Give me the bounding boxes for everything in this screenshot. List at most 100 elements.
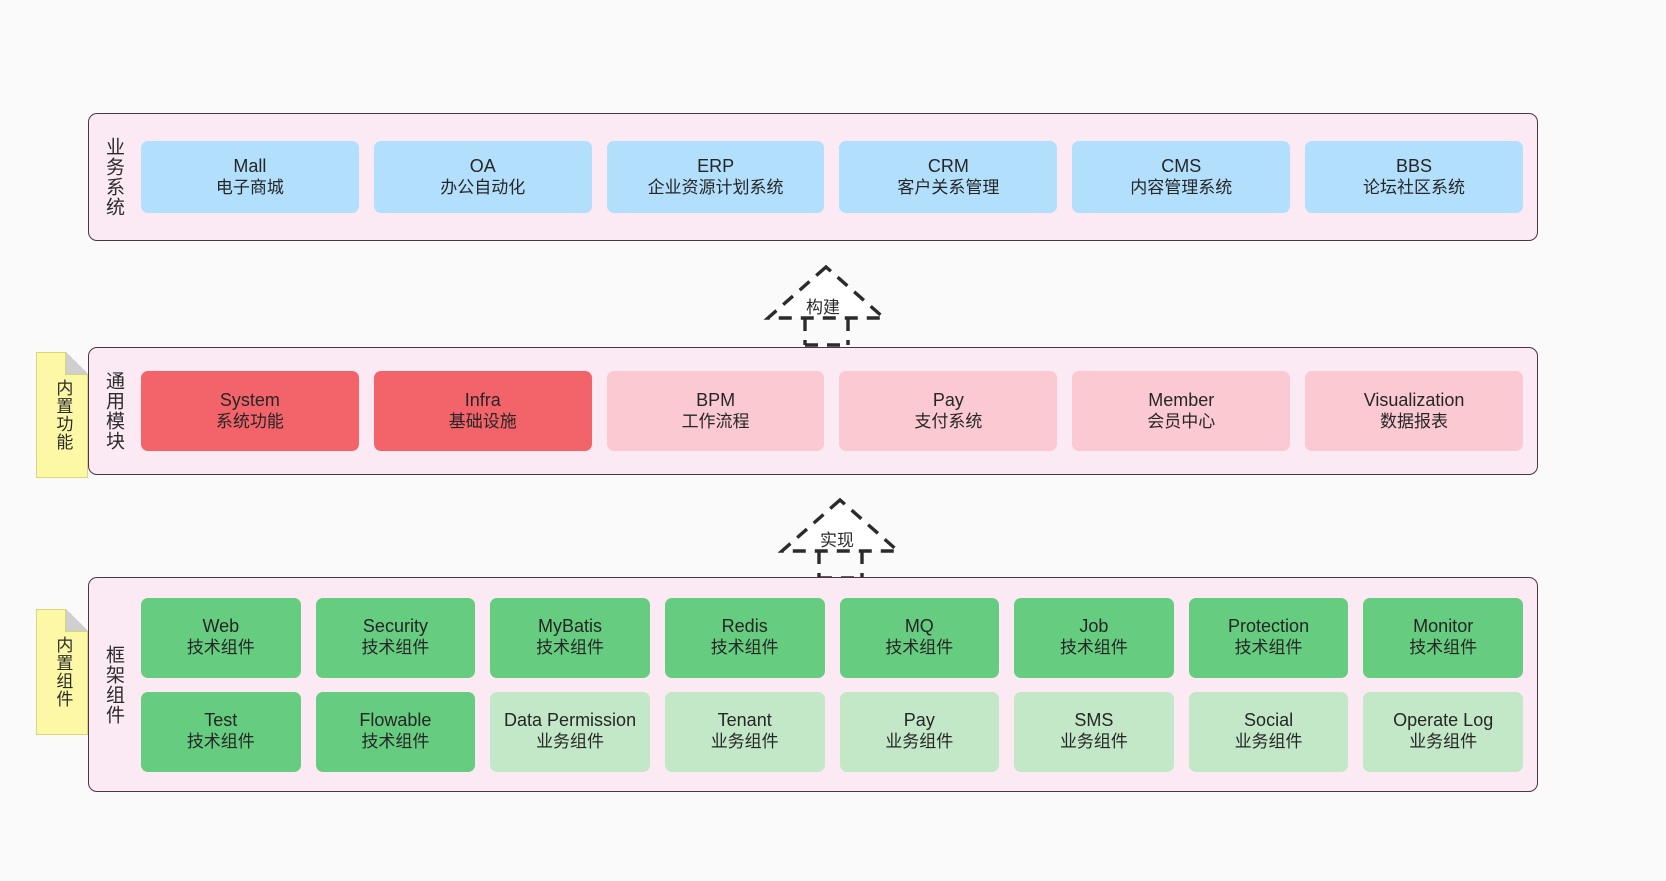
card-job[interactable]: Job 技术组件 (1014, 597, 1174, 678)
card-subtitle: 会员中心 (1147, 411, 1216, 431)
business-card-list: Mall 电子商城 OA 办公自动化 ERP 企业资源计划系统 CRM 客户关系… (137, 114, 1537, 240)
layer-common-modules: 通用模块 System 系统功能 Infra 基础设施 BPM 工作流程 Pay… (88, 347, 1538, 475)
card-subtitle: 技术组件 (186, 732, 255, 752)
card-member[interactable]: Member 会员中心 (1072, 371, 1291, 451)
card-subtitle: 支付系统 (914, 411, 983, 431)
card-title: Pay (932, 389, 964, 410)
card-subtitle: 系统功能 (215, 411, 284, 431)
layer-framework-components: 框架组件 Web 技术组件 Security 技术组件 MyBatis 技术组件… (88, 577, 1538, 792)
card-test[interactable]: Test 技术组件 (141, 691, 301, 772)
card-title: CMS (1161, 155, 1202, 176)
card-title: OA (469, 155, 496, 176)
card-title: Member (1148, 389, 1215, 410)
card-bpm[interactable]: BPM 工作流程 (606, 371, 825, 451)
card-subtitle: 工作流程 (681, 411, 750, 431)
card-title: BPM (696, 389, 736, 410)
card-subtitle: 客户关系管理 (897, 177, 1000, 197)
card-subtitle: 技术组件 (885, 638, 954, 658)
card-subtitle: 业务组件 (885, 732, 954, 752)
card-subtitle: 业务组件 (1234, 732, 1303, 752)
card-subtitle: 技术组件 (1409, 638, 1478, 658)
card-title: Redis (721, 616, 768, 637)
card-title: CRM (927, 155, 969, 176)
card-subtitle: 数据报表 (1380, 411, 1449, 431)
card-subtitle: 企业资源计划系统 (647, 177, 784, 197)
card-web[interactable]: Web 技术组件 (141, 597, 301, 678)
card-flowable[interactable]: Flowable 技术组件 (315, 691, 476, 772)
card-title: Security (362, 616, 428, 637)
card-subtitle: 业务组件 (1409, 732, 1478, 752)
card-title: MQ (904, 616, 934, 637)
module-card-list: System 系统功能 Infra 基础设施 BPM 工作流程 Pay 支付系统… (137, 348, 1537, 474)
card-mybatis[interactable]: MyBatis 技术组件 (490, 597, 650, 678)
card-redis[interactable]: Redis 技术组件 (664, 597, 825, 678)
card-subtitle: 电子商城 (215, 177, 284, 197)
card-oa[interactable]: OA 办公自动化 (373, 141, 592, 213)
card-title: Flowable (359, 710, 432, 731)
card-title: Web (202, 616, 240, 637)
framework-row-business: Test 技术组件 Flowable 技术组件 Data Permission … (141, 691, 1523, 772)
card-subtitle: 技术组件 (1059, 638, 1128, 658)
card-erp[interactable]: ERP 企业资源计划系统 (606, 141, 825, 213)
layer-title-business: 业务系统 (102, 137, 124, 217)
card-data-permission[interactable]: Data Permission 业务组件 (490, 691, 650, 772)
card-subtitle: 基础设施 (448, 411, 517, 431)
card-subtitle: 办公自动化 (440, 177, 526, 197)
layer-title-modules: 通用模块 (102, 371, 124, 451)
card-title: ERP (697, 155, 735, 176)
card-title: Test (204, 710, 238, 731)
card-social[interactable]: Social 业务组件 (1188, 691, 1349, 772)
card-bbs[interactable]: BBS 论坛社区系统 (1305, 141, 1523, 213)
card-subtitle: 论坛社区系统 (1363, 177, 1466, 197)
card-subtitle: 技术组件 (361, 638, 430, 658)
card-subtitle: 业务组件 (536, 732, 605, 752)
card-subtitle: 业务组件 (1059, 732, 1128, 752)
card-operate-log[interactable]: Operate Log 业务组件 (1363, 691, 1523, 772)
arrow-build: 构建 (758, 260, 903, 347)
arrow-implement: 实现 (772, 493, 917, 580)
card-title: BBS (1396, 155, 1433, 176)
card-title: Data Permission (504, 710, 637, 731)
card-title: MyBatis (538, 616, 603, 637)
card-subtitle: 技术组件 (361, 732, 430, 752)
card-pay-business[interactable]: Pay 业务组件 (839, 691, 1000, 772)
card-title: Tenant (717, 710, 772, 731)
card-system[interactable]: System 系统功能 (141, 371, 359, 451)
card-subtitle: 技术组件 (710, 638, 779, 658)
card-subtitle: 内容管理系统 (1130, 177, 1233, 197)
layer-title-framework: 框架组件 (102, 644, 124, 725)
sticky-note-builtin-features: 内置功能 (36, 352, 88, 478)
card-title: Operate Log (1393, 710, 1494, 731)
sticky-note-builtin-components: 内置组件 (36, 609, 88, 735)
layer-business-systems: 业务系统 Mall 电子商城 OA 办公自动化 ERP 企业资源计划系统 CRM… (88, 113, 1538, 241)
card-title: Mall (233, 155, 267, 176)
card-cms[interactable]: CMS 内容管理系统 (1072, 141, 1291, 213)
card-infra[interactable]: Infra 基础设施 (373, 371, 592, 451)
arrow-implement-label: 实现 (820, 531, 854, 550)
card-protection[interactable]: Protection 技术组件 (1188, 597, 1349, 678)
card-title: Job (1079, 616, 1109, 637)
card-title: System (219, 389, 280, 410)
card-visualization[interactable]: Visualization 数据报表 (1305, 371, 1523, 451)
arrow-build-label: 构建 (806, 298, 840, 317)
card-monitor[interactable]: Monitor 技术组件 (1363, 597, 1523, 678)
card-subtitle: 业务组件 (710, 732, 779, 752)
framework-row-technical: Web 技术组件 Security 技术组件 MyBatis 技术组件 Redi… (141, 597, 1523, 678)
framework-card-grid: Web 技术组件 Security 技术组件 MyBatis 技术组件 Redi… (137, 578, 1537, 791)
card-subtitle: 技术组件 (536, 638, 605, 658)
card-title: Monitor (1413, 616, 1474, 637)
card-title: Infra (464, 389, 501, 410)
card-tenant[interactable]: Tenant 业务组件 (664, 691, 825, 772)
card-crm[interactable]: CRM 客户关系管理 (839, 141, 1058, 213)
card-mq[interactable]: MQ 技术组件 (839, 597, 1000, 678)
card-subtitle: 技术组件 (186, 638, 255, 658)
card-title: Protection (1228, 616, 1310, 637)
card-title: Pay (903, 710, 935, 731)
card-sms[interactable]: SMS 业务组件 (1014, 691, 1174, 772)
card-pay[interactable]: Pay 支付系统 (839, 371, 1058, 451)
card-title: SMS (1074, 710, 1114, 731)
card-mall[interactable]: Mall 电子商城 (141, 141, 359, 213)
card-security[interactable]: Security 技术组件 (315, 597, 476, 678)
card-title: Social (1244, 710, 1294, 731)
